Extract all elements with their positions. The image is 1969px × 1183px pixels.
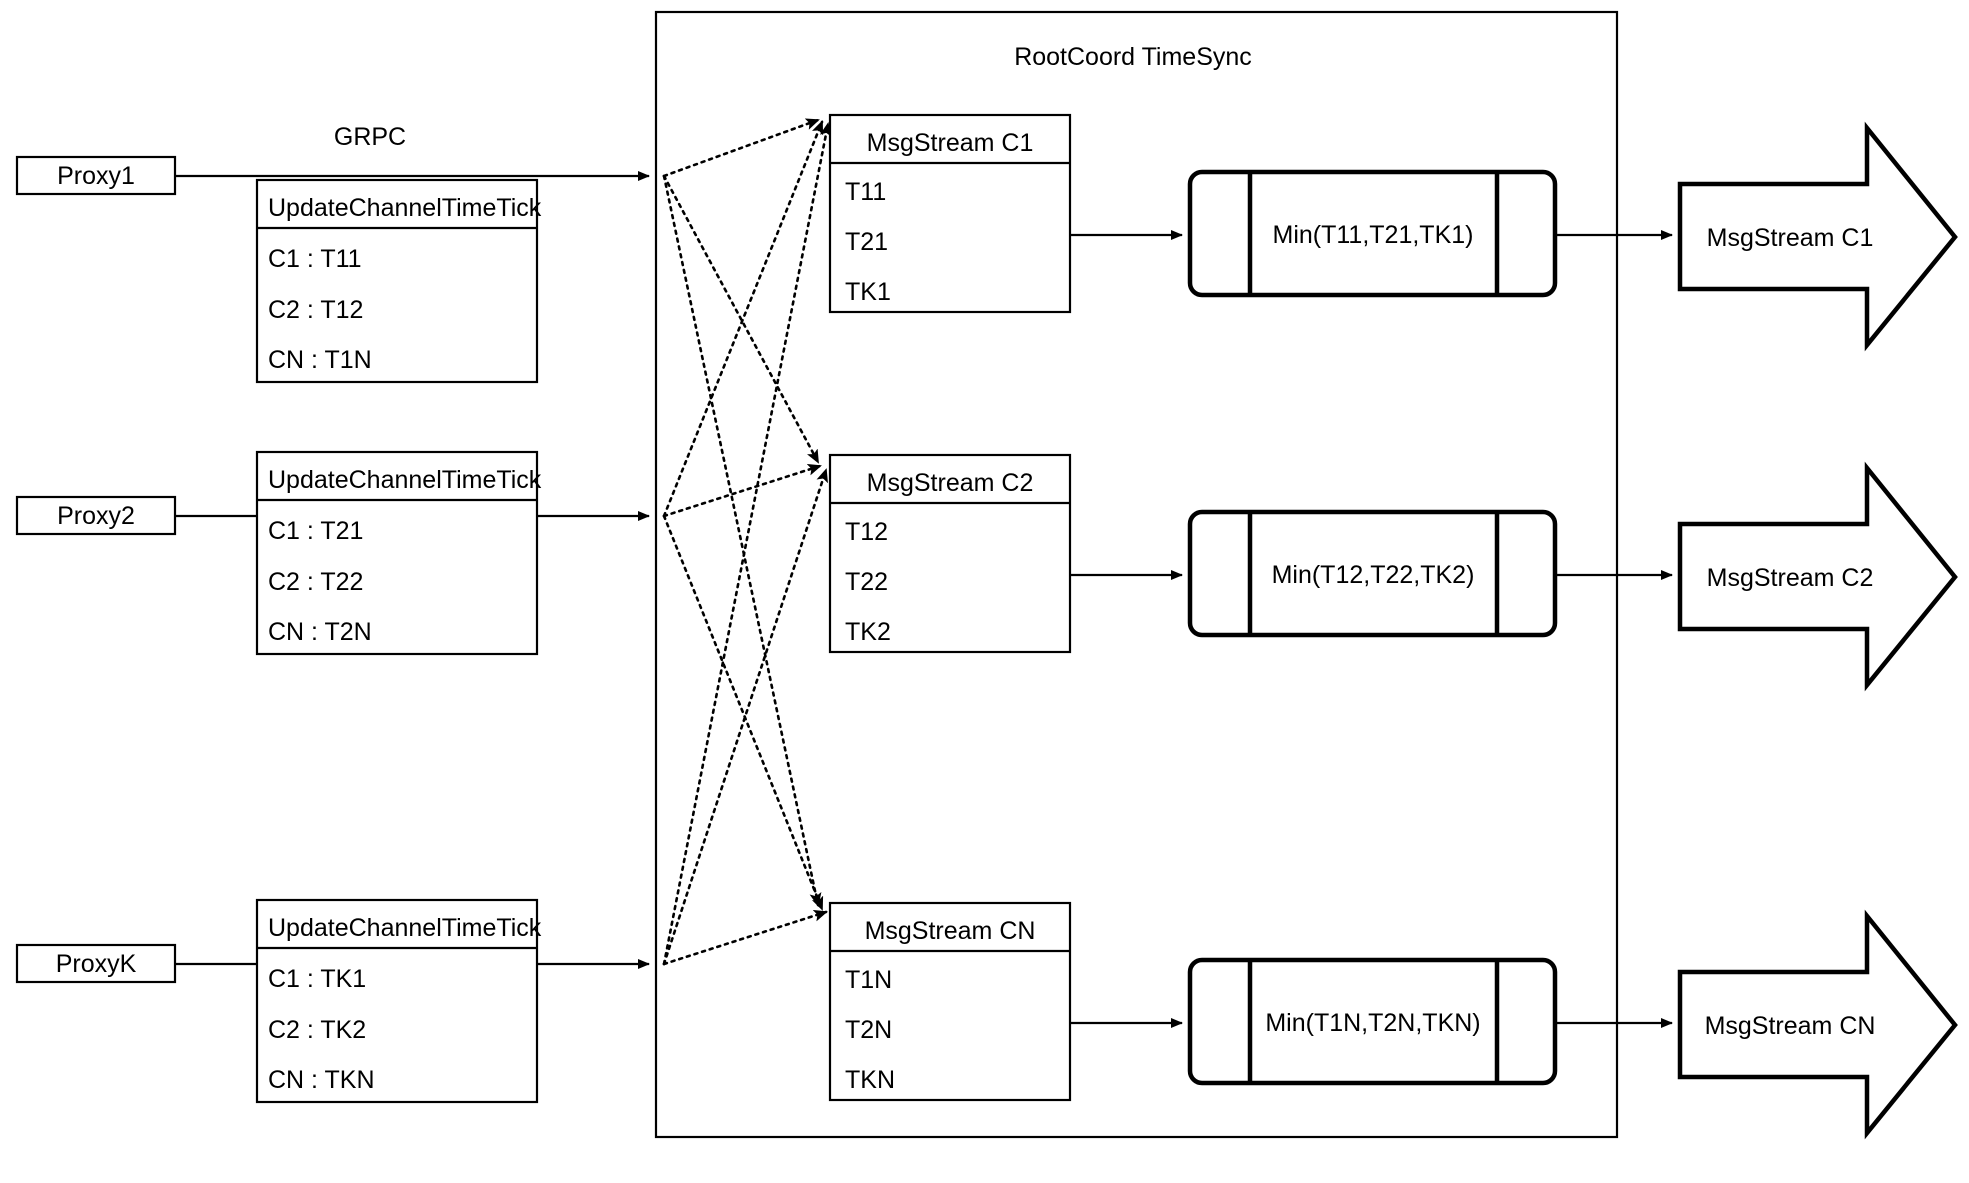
stream-row-3-0: T1N	[845, 966, 892, 994]
output-label-1: MsgStream C1	[1707, 224, 1874, 252]
msg-box-3	[255, 898, 539, 1104]
msg-row-3-1: C2 : TK2	[268, 1016, 366, 1044]
output-block-arrow-2	[1677, 461, 1958, 692]
dotted-link-p2-cn	[662, 514, 824, 911]
msg-header-1: UpdateChannelTimeTick	[268, 194, 542, 222]
stream-row-1-1: T21	[845, 228, 888, 256]
proxy-box-3[interactable]	[15, 943, 177, 984]
msg-row-2-2: CN : T2N	[268, 618, 372, 646]
proxy-box-1[interactable]	[15, 155, 177, 196]
process-box-2	[1187, 509, 1558, 638]
msg-header-3: UpdateChannelTimeTick	[268, 914, 542, 942]
proxy-label-2: Proxy2	[57, 502, 135, 530]
stream-row-3-2: TKN	[845, 1066, 895, 1094]
stream-row-1-0: T11	[845, 178, 886, 206]
process-box-3	[1187, 957, 1558, 1086]
msg-box-1	[255, 178, 539, 384]
stream-row-2-0: T12	[845, 518, 888, 546]
msg-header-2: UpdateChannelTimeTick	[268, 466, 542, 494]
output-block-arrow-1	[1677, 121, 1958, 352]
msg-row-1-1: C2 : T12	[268, 296, 363, 324]
msg-row-1-2: CN : T1N	[268, 346, 372, 374]
stream-box-2	[828, 453, 1072, 654]
output-block-arrow-3	[1677, 909, 1958, 1140]
msg-box-2	[255, 450, 539, 656]
dotted-link-p2-c1	[662, 120, 824, 518]
msg-row-3-0: C1 : TK1	[268, 965, 366, 993]
stream-header-3: MsgStream CN	[865, 917, 1036, 945]
dotted-link-pk-c2	[662, 468, 828, 966]
process-box-1	[1187, 169, 1558, 298]
process-label-1: Min(T11,T21,TK1)	[1273, 221, 1474, 249]
grpc-label-1: GRPC	[334, 123, 406, 151]
msg-row-1-0: C1 : T11	[268, 245, 362, 273]
dotted-link-p2-c2	[662, 463, 822, 518]
stream-box-1	[828, 113, 1072, 314]
stream-row-1-2: TK1	[845, 278, 891, 306]
stream-box-3	[828, 901, 1072, 1102]
msg-row-3-2: CN : TKN	[268, 1066, 375, 1094]
stream-row-2-2: TK2	[845, 618, 891, 646]
process-label-2: Min(T12,T22,TK2)	[1272, 561, 1475, 589]
stream-row-3-1: T2N	[845, 1016, 892, 1044]
stream-row-2-1: T22	[845, 568, 888, 596]
output-label-2: MsgStream C2	[1707, 564, 1874, 592]
frame-title: RootCoord TimeSync	[1014, 43, 1252, 71]
msg-row-2-0: C1 : T21	[268, 517, 363, 545]
stream-header-1: MsgStream C1	[867, 129, 1034, 157]
proxy-label-3: ProxyK	[56, 950, 137, 978]
stream-header-2: MsgStream C2	[867, 469, 1034, 497]
dotted-link-p1-c2	[662, 174, 820, 464]
process-label-3: Min(T1N,T2N,TKN)	[1265, 1009, 1480, 1037]
dotted-link-p1-c1	[662, 118, 820, 178]
dotted-link-p1-cn	[662, 174, 822, 907]
msg-row-2-1: C2 : T22	[268, 568, 363, 596]
proxy-box-2[interactable]	[15, 495, 177, 536]
output-label-3: MsgStream CN	[1705, 1012, 1876, 1040]
dotted-link-pk-c1	[662, 122, 832, 966]
proxy-label-1: Proxy1	[57, 162, 135, 190]
